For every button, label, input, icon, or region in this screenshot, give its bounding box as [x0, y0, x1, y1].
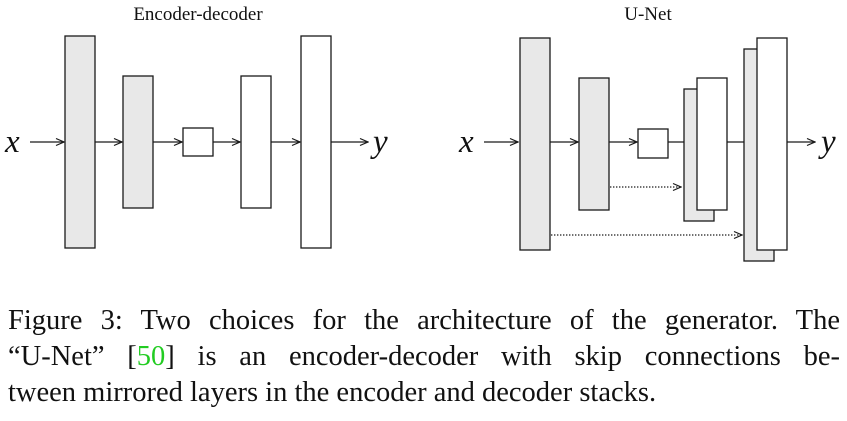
encoder-decoder-title: Encoder-decoder	[133, 4, 263, 25]
encoder-layer-1	[64, 35, 96, 249]
unet-encoder-layer-2	[578, 77, 610, 211]
unet-diagram: U-Net x y	[458, 4, 836, 262]
encoder-decoder-input-label: x	[4, 124, 20, 160]
unet-encoder-layer-1	[519, 37, 551, 251]
decoder-layer-2	[300, 35, 332, 249]
unet-input-label: x	[458, 124, 474, 160]
unet-decoder-layer-1	[696, 77, 728, 211]
caption-line-2: “U-Net” [50] is an encoder-decoder with …	[8, 339, 840, 375]
encoder-decoder-output-label: y	[370, 124, 388, 160]
architecture-figure: Encoder-decoder x y U-Net x	[4, 4, 836, 262]
unet-decoder-layer-2	[756, 37, 788, 251]
caption-line-3: tween mirrored layers in the encoder and…	[8, 377, 657, 408]
unet-output-label: y	[818, 124, 836, 160]
figure-caption: Figure 3: Two choices for the architectu…	[8, 303, 840, 411]
caption-line-2-start: “U-Net” [	[8, 341, 137, 372]
caption-line-1: Figure 3: Two choices for the architectu…	[8, 305, 840, 336]
caption-line-2-end: ] is an encoder-decoder with skip connec…	[165, 341, 840, 372]
citation-link[interactable]: 50	[136, 341, 166, 372]
encoder-decoder-diagram: Encoder-decoder x y	[4, 4, 388, 249]
encoder-layer-2	[122, 75, 154, 209]
decoder-layer-1	[240, 75, 272, 209]
unet-bottleneck-layer	[637, 128, 669, 159]
bottleneck-layer	[182, 127, 214, 157]
unet-title: U-Net	[624, 4, 672, 25]
